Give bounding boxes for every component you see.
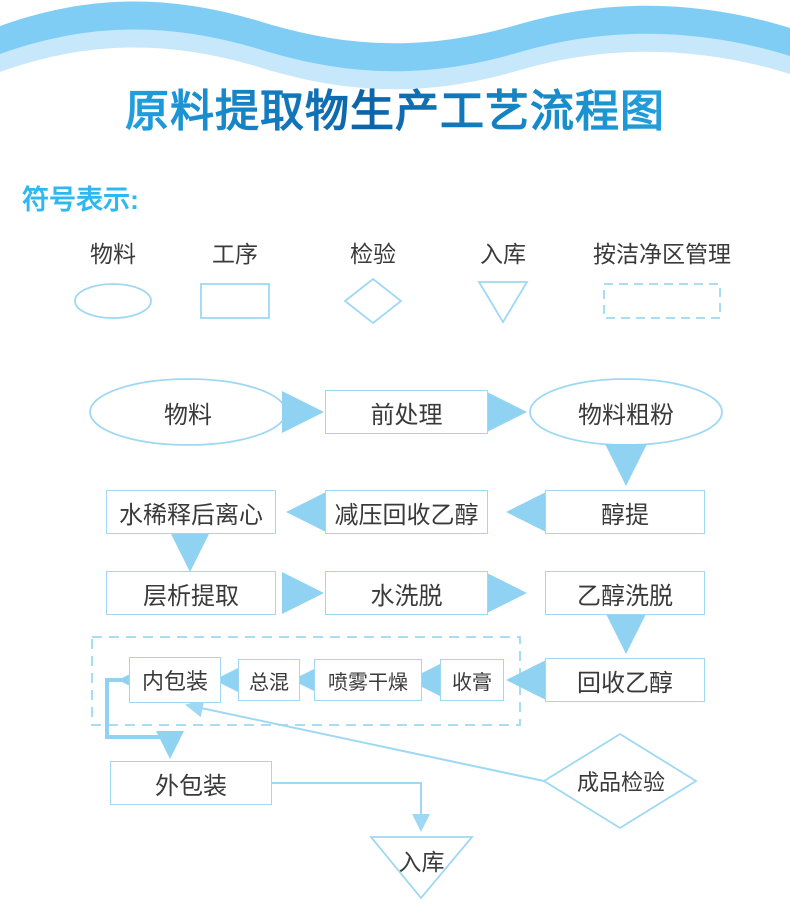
node-label: 回收乙醇 <box>577 669 673 697</box>
node-label: 水稀释后离心 <box>119 501 263 529</box>
node-label: 外包装 <box>155 772 227 800</box>
node-label: 乙醇洗脱 <box>577 582 673 610</box>
header-wave <box>0 1 790 90</box>
legend-shape <box>187 280 283 322</box>
node-chromatography-extraction[interactable]: 层析提取 <box>106 571 276 615</box>
node-inner-packaging[interactable]: 内包装 <box>129 657 221 703</box>
node-label: 水洗脱 <box>370 582 443 610</box>
triangle-down-icon <box>477 281 529 324</box>
ellipse-icon <box>74 283 152 319</box>
node-label: 层析提取 <box>143 582 239 610</box>
legend-label: 入库 <box>480 241 526 267</box>
wave-band-dark <box>0 1 790 72</box>
node-spray-drying[interactable]: 喷雾干燥 <box>314 659 422 701</box>
node-ethanol-recovery[interactable]: 回收乙醇 <box>545 658 705 702</box>
legend-item-inspection: 检验 <box>325 241 421 325</box>
connector-inner-pack-to-outer-pack <box>105 678 184 759</box>
node-pretreatment[interactable]: 前处理 <box>325 390 488 434</box>
node-extract-paste[interactable]: 收膏 <box>440 659 504 701</box>
clean-zone-region <box>91 636 521 726</box>
node-water-elution[interactable]: 水洗脱 <box>325 571 488 615</box>
legend-item-clean-zone: 按洁净区管理 <box>567 243 757 322</box>
node-label: 内包装 <box>141 669 208 694</box>
diamond-icon <box>343 277 403 325</box>
legend-shape <box>325 277 421 325</box>
legend-heading: 符号表示: <box>22 185 139 215</box>
legend-item-process: 工序 <box>187 243 283 322</box>
node-label: 收膏 <box>452 671 492 694</box>
legend-item-warehouse: 入库 <box>455 241 551 324</box>
node-shape-finished-inspection[interactable] <box>542 732 698 830</box>
legend-shape <box>455 280 551 324</box>
node-label: 总混 <box>249 671 289 694</box>
node-water-dilute-centrifuge[interactable]: 水稀释后离心 <box>106 490 276 534</box>
node-label: 喷雾干燥 <box>328 671 408 694</box>
node-shape-material[interactable] <box>89 378 287 446</box>
node-alcohol-extraction[interactable]: 醇提 <box>545 490 705 534</box>
page-title: 原料提取物生产工艺流程图 <box>0 86 790 139</box>
node-outer-packaging[interactable]: 外包装 <box>110 761 272 805</box>
rectangle-icon <box>200 283 270 319</box>
connector-outer-pack-to-warehouse <box>271 782 430 832</box>
arrowhead-inner-pack-left <box>118 674 130 686</box>
legend-label: 检验 <box>350 241 396 267</box>
node-total-blending[interactable]: 总混 <box>238 659 300 701</box>
node-shape-warehouse[interactable] <box>369 836 474 900</box>
node-label: 减压回收乙醇 <box>334 501 479 529</box>
node-ethanol-elution[interactable]: 乙醇洗脱 <box>545 571 705 615</box>
legend-shape <box>65 280 161 322</box>
legend-label: 工序 <box>212 241 258 267</box>
node-reduced-pressure-ethanol-recovery[interactable]: 减压回收乙醇 <box>325 490 488 534</box>
node-label: 前处理 <box>370 401 443 429</box>
legend-label: 物料 <box>90 241 136 267</box>
connector-inspection-to-inner-pack <box>185 699 545 782</box>
legend-label: 按洁净区管理 <box>593 241 731 267</box>
node-label: 醇提 <box>601 501 649 529</box>
legend-item-material: 物料 <box>65 243 161 322</box>
node-shape-coarse-powder[interactable] <box>529 378 723 446</box>
